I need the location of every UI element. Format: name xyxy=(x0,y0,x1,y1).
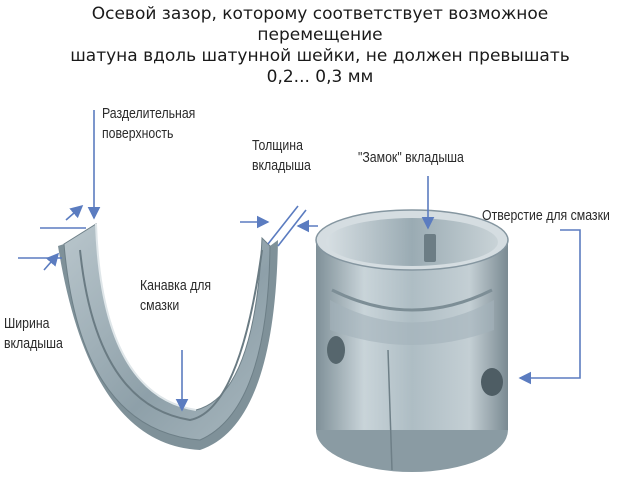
label-oil-groove-line1: Канавка для xyxy=(140,277,212,294)
label-oil-groove: Канавка для смазки xyxy=(140,276,211,316)
full-liner-inner-groove xyxy=(331,288,493,312)
width-arrow xyxy=(18,254,62,271)
full-liner-inner-wall xyxy=(330,300,494,345)
label-oil-hole-line1: Отверстие для смазки xyxy=(482,207,610,224)
half-liner xyxy=(58,223,278,450)
lock-notch xyxy=(424,234,436,262)
half-liner-edge-highlight xyxy=(95,223,197,411)
full-liner-split-line xyxy=(387,349,393,471)
label-parting-surface-line2: поверхность xyxy=(102,125,174,142)
half-liner-groove xyxy=(79,249,263,422)
label-liner-thickness-line1: Толщина xyxy=(252,137,303,154)
full-liner-bore xyxy=(326,218,498,266)
full-liner xyxy=(315,209,509,472)
oil-hole-right xyxy=(481,368,503,396)
label-liner-width-line2: вкладыша xyxy=(4,335,63,352)
label-parting-surface-line1: Разделительная xyxy=(102,105,196,122)
half-liner-outer xyxy=(58,240,278,450)
label-liner-thickness: Толщина вкладыша xyxy=(252,136,311,176)
label-liner-width-line1: Ширина xyxy=(4,315,50,332)
label-liner-lock: "Замок" вкладыша xyxy=(358,148,464,168)
label-oil-groove-line2: смазки xyxy=(140,297,180,314)
label-liner-width: Ширина вкладыша xyxy=(4,314,63,354)
callouts xyxy=(18,110,581,412)
oil-hole-left xyxy=(327,336,345,364)
caption-line-3: шатуна вдоль шатунной шейки, не должен п… xyxy=(70,46,570,66)
diagram-caption: Осевой зазор, которому соответствует воз… xyxy=(0,4,640,88)
label-oil-hole: Отверстие для смазки xyxy=(482,206,610,226)
label-liner-thickness-line2: вкладыша xyxy=(252,157,311,174)
thickness-slashes xyxy=(267,205,307,247)
label-parting-surface: Разделительная поверхность xyxy=(102,104,195,144)
caption-line-4: 0,2... 0,3 мм xyxy=(266,67,374,87)
parting-edge-arrow xyxy=(40,206,86,229)
caption-line-2: перемещение xyxy=(257,25,383,45)
label-liner-lock-line1: "Замок" вкладыша xyxy=(358,149,464,166)
oil-hole-leader xyxy=(518,229,581,385)
caption-line-1: Осевой зазор, которому соответствует воз… xyxy=(91,4,549,24)
